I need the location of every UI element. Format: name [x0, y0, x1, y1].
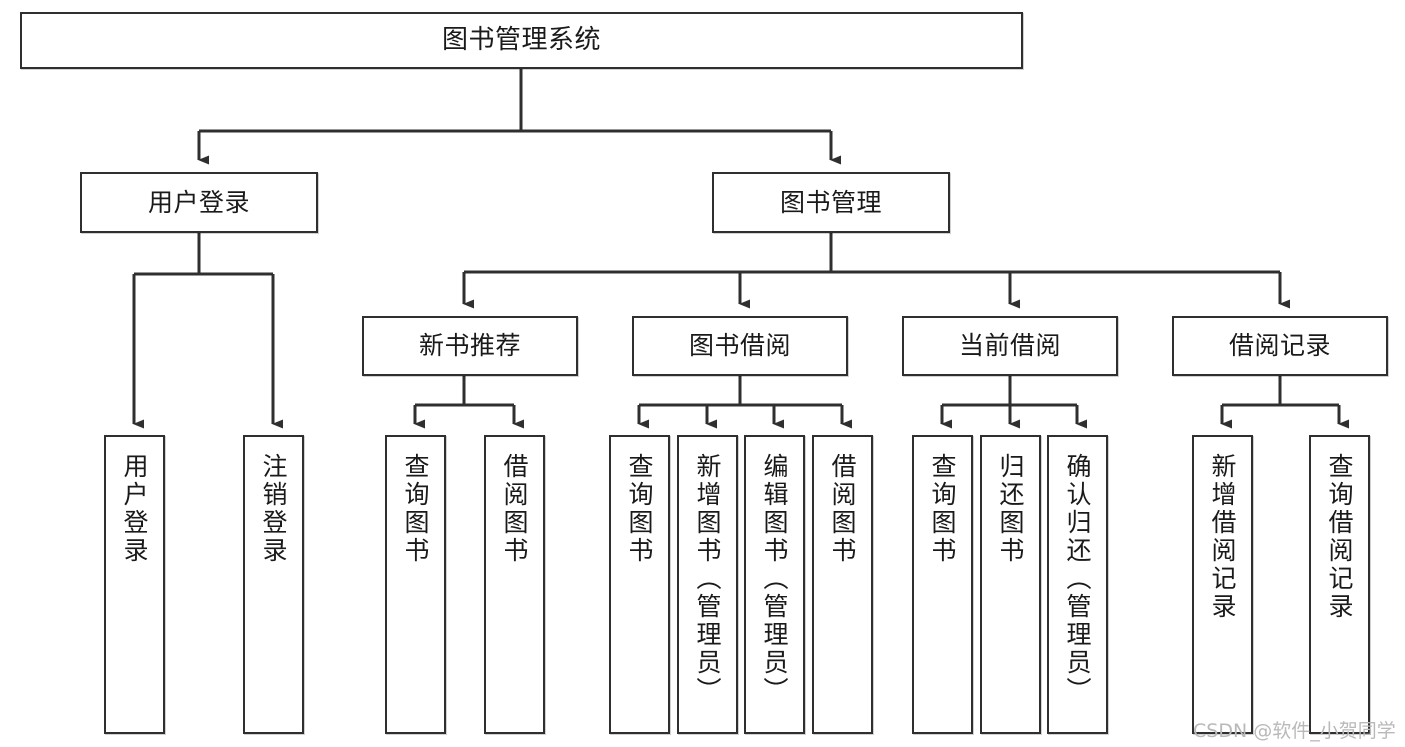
node-root[interactable]: 图书管理系统: [20, 12, 1023, 69]
node-leaf-edit-book[interactable]: 编辑图书（管理员）: [744, 435, 805, 734]
node-leaf-query-record[interactable]: 查询借阅记录: [1309, 435, 1370, 734]
node-leaf-borrow-book-2-label: 借阅图书: [828, 453, 857, 565]
node-book-manage-label: 图书管理: [779, 187, 882, 217]
node-leaf-borrow-book-2[interactable]: 借阅图书: [812, 435, 873, 734]
node-leaf-user-logout[interactable]: 注销登录: [243, 435, 304, 734]
node-user-login-label: 用户登录: [147, 187, 250, 217]
node-leaf-confirm-return[interactable]: 确认归还（管理员）: [1047, 435, 1108, 734]
csdn-watermark: CSDN @软件_小贺同学: [1193, 720, 1396, 742]
node-new-book-recommend[interactable]: 新书推荐: [362, 316, 578, 376]
node-leaf-return-book-label: 归还图书: [996, 453, 1025, 565]
node-leaf-confirm-return-label: 确认归还（管理员）: [1063, 453, 1092, 705]
node-leaf-return-book[interactable]: 归还图书: [980, 435, 1041, 734]
node-current-borrow-label: 当前借阅: [958, 331, 1061, 360]
node-book-borrow[interactable]: 图书借阅: [632, 316, 848, 376]
node-leaf-query-book-2[interactable]: 查询图书: [609, 435, 670, 734]
node-borrow-record-label: 借阅记录: [1228, 331, 1331, 360]
node-leaf-query-book-2-label: 查询图书: [625, 453, 654, 565]
node-book-manage[interactable]: 图书管理: [712, 172, 950, 233]
node-leaf-borrow-book-1[interactable]: 借阅图书: [484, 435, 545, 734]
node-book-borrow-label: 图书借阅: [688, 331, 791, 360]
node-leaf-borrow-book-1-label: 借阅图书: [500, 453, 529, 565]
node-leaf-add-record-label: 新增借阅记录: [1208, 453, 1237, 621]
node-leaf-user-logout-label: 注销登录: [259, 453, 288, 565]
node-leaf-add-book[interactable]: 新增图书（管理员）: [677, 435, 738, 734]
node-leaf-add-book-label: 新增图书（管理员）: [693, 453, 722, 705]
node-root-label: 图书管理系统: [441, 24, 601, 55]
node-new-book-recommend-label: 新书推荐: [418, 331, 521, 360]
node-leaf-query-book-1-label: 查询图书: [401, 453, 430, 565]
node-leaf-query-book-3-label: 查询图书: [928, 453, 957, 565]
node-borrow-record[interactable]: 借阅记录: [1172, 316, 1388, 376]
node-leaf-edit-book-label: 编辑图书（管理员）: [760, 453, 789, 705]
node-leaf-query-book-3[interactable]: 查询图书: [912, 435, 973, 734]
node-leaf-user-login-label: 用户登录: [120, 453, 149, 565]
node-leaf-add-record[interactable]: 新增借阅记录: [1192, 435, 1253, 734]
node-leaf-user-login[interactable]: 用户登录: [104, 435, 165, 734]
node-current-borrow[interactable]: 当前借阅: [902, 316, 1118, 376]
node-leaf-query-book-1[interactable]: 查询图书: [385, 435, 446, 734]
node-user-login[interactable]: 用户登录: [80, 172, 318, 233]
node-leaf-query-record-label: 查询借阅记录: [1325, 453, 1354, 621]
